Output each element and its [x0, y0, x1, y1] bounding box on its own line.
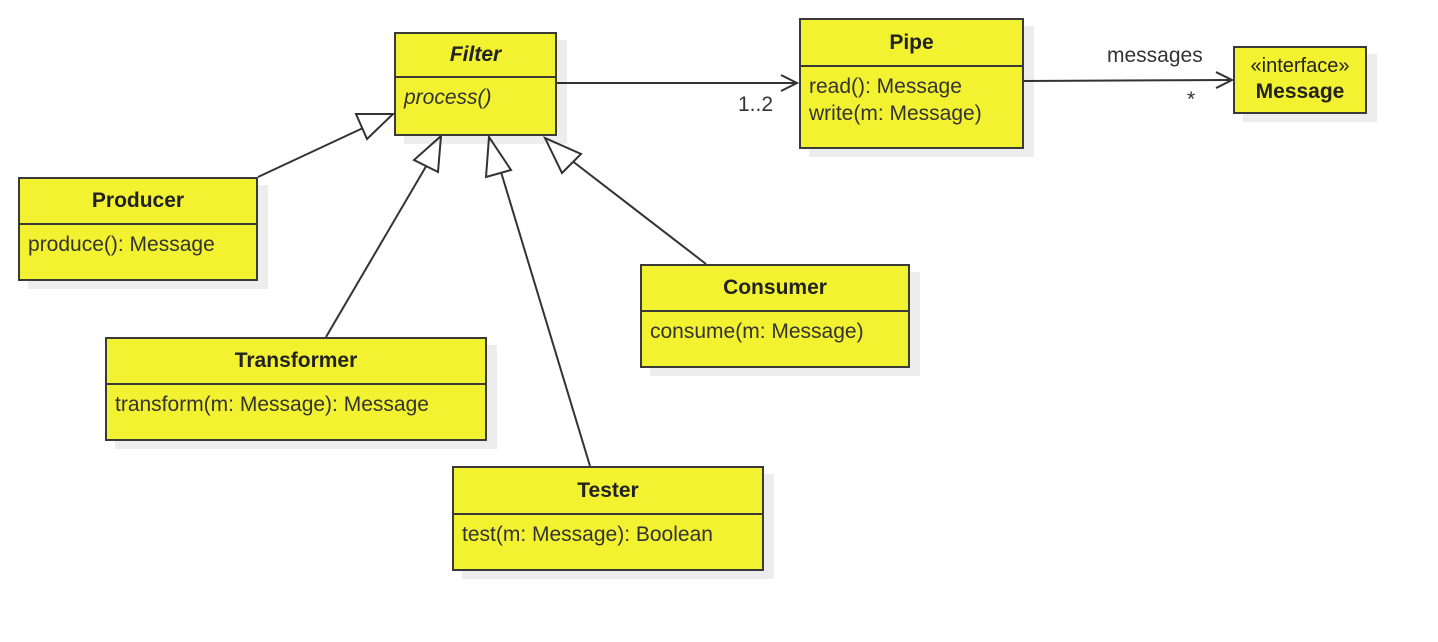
producer-generalization-line: [257, 127, 364, 178]
message-interface[interactable]: «interface» Message: [1233, 46, 1367, 114]
tester-operation: test(m: Message): Boolean: [462, 523, 713, 546]
pipe-operation: read(): Message: [809, 75, 962, 98]
pipe-message-association: [1023, 80, 1232, 81]
producer-operations: produce(): Message: [20, 225, 256, 264]
filter-pipe-multiplicity-label: 1..2: [738, 93, 774, 116]
transformer-class-name: Transformer: [107, 339, 485, 385]
pipe-operation: write(m: Message): [809, 102, 982, 125]
filter-operations: process(): [396, 78, 555, 117]
message-interface-name: Message: [1255, 80, 1345, 103]
consumer-class[interactable]: Consumer consume(m: Message): [640, 264, 910, 368]
pipe-class-name: Pipe: [801, 20, 1022, 67]
pipe-class[interactable]: Pipe read(): Message write(m: Message): [799, 18, 1024, 149]
tester-generalization-line: [500, 171, 591, 467]
producer-operation: produce(): Message: [28, 233, 215, 256]
transformer-operation: transform(m: Message): Message: [115, 393, 429, 416]
tester-class-name: Tester: [454, 468, 762, 515]
consumer-class-name: Consumer: [642, 266, 908, 312]
interface-stereotype: «interface»: [1250, 55, 1350, 77]
message-interface-body: «interface» Message: [1235, 48, 1365, 104]
transformer-operations: transform(m: Message): Message: [107, 385, 485, 424]
filter-class[interactable]: Filter process(): [394, 32, 557, 136]
producer-generalization-arrowhead: [354, 113, 396, 141]
pipe-operations: read(): Message write(m: Message): [801, 67, 1022, 133]
producer-class[interactable]: Producer produce(): Message: [18, 177, 258, 281]
filter-operation: process(): [404, 86, 492, 109]
transformer-class[interactable]: Transformer transform(m: Message): Messa…: [105, 337, 487, 441]
consumer-operations: consume(m: Message): [642, 312, 908, 351]
consumer-generalization-line: [570, 159, 707, 265]
filter-class-name: Filter: [396, 34, 555, 78]
transformer-generalization-line: [325, 162, 429, 338]
tester-operations: test(m: Message): Boolean: [454, 515, 762, 554]
consumer-generalization-arrowhead: [542, 135, 583, 175]
producer-class-name: Producer: [20, 179, 256, 225]
consumer-operation: consume(m: Message): [650, 320, 864, 343]
pipe-message-multiplicity-label: *: [1187, 88, 1196, 111]
pipe-message-role-label: messages: [1107, 44, 1203, 67]
tester-generalization-arrowhead: [484, 134, 513, 179]
tester-class[interactable]: Tester test(m: Message): Boolean: [452, 466, 764, 571]
transformer-generalization-arrowhead: [412, 133, 443, 174]
